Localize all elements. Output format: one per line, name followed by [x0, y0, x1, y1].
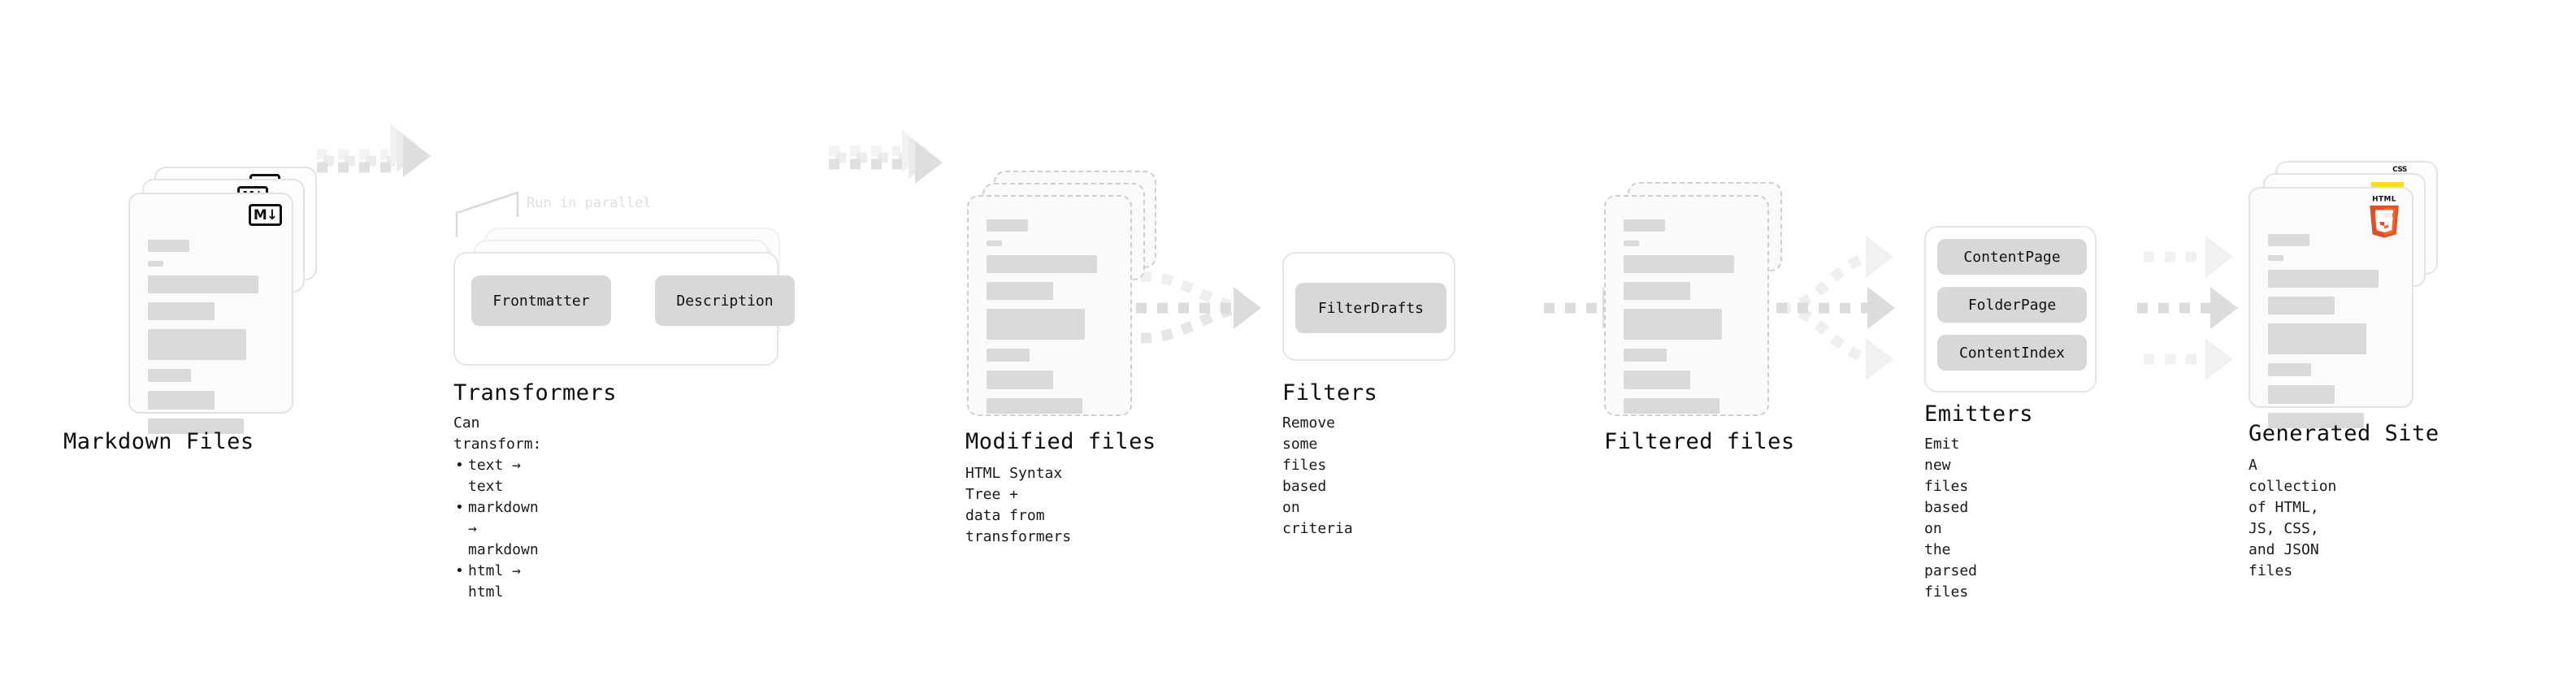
arrow-transformers-to-modified: [829, 130, 943, 184]
stage-subtitle-filters: Remove some files based on criteria: [1282, 414, 1353, 537]
transformers-bullets: Can transform: text → text markdown → ma…: [453, 413, 541, 603]
stage-subtitle-emitters: Emit new files based on the parsed files: [1924, 436, 1978, 601]
css-badge-label: CSS: [2392, 166, 2407, 174]
filters-group: FilterDrafts: [1282, 252, 1455, 361]
pill-folderpage[interactable]: FolderPage: [1937, 287, 2087, 323]
stage-title-emitters: Emitters: [1924, 401, 2034, 427]
stage-subtitle-generated-site: A collection of HTML, JS, CSS, and JSON …: [2249, 457, 2337, 579]
stage-title-markdown-files: Markdown Files: [63, 429, 254, 454]
pill-contentpage-label: ContentPage: [1963, 248, 2061, 266]
transformers-bullet-1: text → text: [455, 455, 541, 497]
run-in-parallel-label: Run in parallel: [527, 195, 652, 211]
pill-frontmatter-label: Frontmatter: [492, 292, 590, 310]
transformers-lead: Can transform:: [453, 414, 542, 453]
pill-contentindex-label: ContentIndex: [1958, 344, 2066, 362]
stage-subtitle-modified-files: HTML Syntax Tree + data from transformer…: [965, 465, 1072, 545]
emitters-group: ContentPage FolderPage ContentIndex: [1924, 226, 2097, 393]
svg-text:HTML: HTML: [2372, 195, 2396, 203]
pill-frontmatter[interactable]: Frontmatter: [471, 275, 611, 326]
stage-title-generated-site: Generated Site: [2249, 421, 2439, 446]
filtered-file-front: [1604, 195, 1769, 416]
file-skeleton-bars: [2268, 234, 2394, 437]
pill-contentindex[interactable]: ContentIndex: [1937, 335, 2087, 371]
stage-title-transformers: Transformers: [453, 380, 618, 406]
pill-filterdrafts[interactable]: FilterDrafts: [1295, 283, 1446, 333]
site-file-front: HTML: [2249, 187, 2413, 428]
transformer-group-front: Frontmatter Description: [453, 252, 795, 366]
file-skeleton-bars: [1624, 219, 1750, 423]
pill-filterdrafts-label: FilterDrafts: [1317, 299, 1425, 317]
stage-title-modified-files: Modified files: [965, 429, 1156, 454]
pill-contentpage[interactable]: ContentPage: [1937, 239, 2087, 275]
arrow-filtered-to-emitters: [1776, 236, 1895, 380]
file-skeleton-bars: [148, 240, 274, 443]
modified-file-front: [967, 195, 1132, 416]
markdown-badge-front: M↓: [249, 204, 282, 226]
pill-description-label: Description: [676, 292, 774, 310]
arrow-emitters-to-site: [2137, 236, 2238, 380]
stage-title-filters: Filters: [1282, 380, 1378, 406]
file-skeleton-bars: [987, 219, 1112, 423]
pill-folderpage-label: FolderPage: [1967, 296, 2057, 314]
pill-description[interactable]: Description: [655, 275, 795, 326]
transformers-bullet-3: html → html: [455, 561, 541, 603]
stage-title-filtered-files: Filtered files: [1604, 429, 1795, 454]
html5-icon: HTML: [2370, 195, 2399, 238]
transformers-bullet-2: markdown → markdown: [455, 497, 541, 561]
arrow-modified-to-filters: [1136, 271, 1261, 344]
arrow-markdown-to-transformers: [317, 124, 431, 177]
markdown-file-front: M↓: [128, 193, 293, 434]
